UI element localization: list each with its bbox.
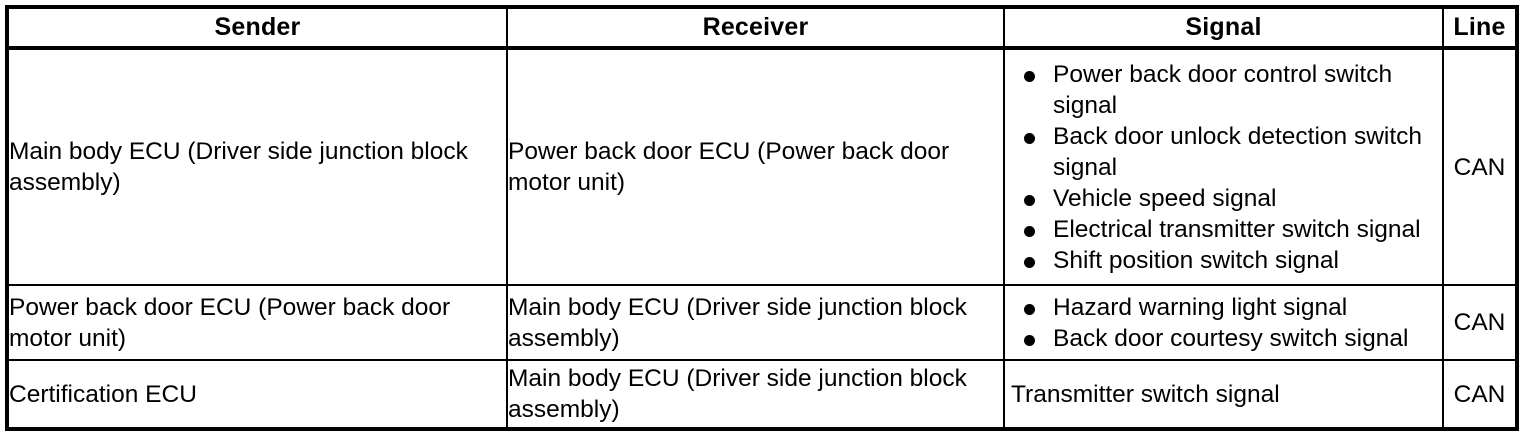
list-item: Back door unlock detection switch signal <box>1005 121 1442 183</box>
signal-list: Hazard warning light signal Back door co… <box>1005 292 1442 354</box>
cell-sender: Power back door ECU (Power back door mot… <box>6 284 508 361</box>
cell-receiver: Power back door ECU (Power back door mot… <box>506 47 1005 286</box>
bullet-icon <box>1024 334 1035 346</box>
communication-table-container: Sender Receiver Signal Line Main body EC… <box>5 5 1519 431</box>
list-item: Vehicle speed signal <box>1005 183 1442 214</box>
column-header-signal: Signal <box>1003 6 1444 50</box>
signal-label: Electrical transmitter switch signal <box>1053 215 1421 243</box>
signal-label: Shift position switch signal <box>1053 246 1339 274</box>
bullet-icon <box>1024 303 1035 315</box>
column-header-sender: Sender <box>6 6 508 50</box>
cell-receiver: Main body ECU (Driver side junction bloc… <box>506 284 1005 361</box>
list-item: Hazard warning light signal <box>1005 292 1442 323</box>
table-header-row: Sender Receiver Signal Line <box>6 6 1518 50</box>
table-header: Sender Receiver Signal Line <box>6 6 1518 50</box>
list-item: Shift position switch signal <box>1005 245 1442 276</box>
table-row: Main body ECU (Driver side junction bloc… <box>6 47 1518 286</box>
list-item: Electrical transmitter switch signal <box>1005 214 1442 245</box>
cell-signal: Power back door control switch signal Ba… <box>1003 47 1444 286</box>
list-item: Power back door control switch signal <box>1005 59 1442 121</box>
bullet-icon <box>1024 194 1035 206</box>
cell-line: CAN <box>1442 359 1518 430</box>
cell-signal: Transmitter switch signal <box>1003 359 1444 430</box>
column-header-line: Line <box>1442 6 1518 50</box>
cell-receiver: Main body ECU (Driver side junction bloc… <box>506 359 1005 430</box>
cell-line: CAN <box>1442 284 1518 361</box>
signal-list: Power back door control switch signal Ba… <box>1005 59 1442 276</box>
signal-label: Back door courtesy switch signal <box>1053 324 1409 352</box>
cell-signal: Hazard warning light signal Back door co… <box>1003 284 1444 361</box>
bullet-icon <box>1024 225 1035 237</box>
signal-label: Transmitter switch signal <box>1011 380 1280 408</box>
table-row: Certification ECU Main body ECU (Driver … <box>6 359 1518 430</box>
communication-table: Sender Receiver Signal Line Main body EC… <box>5 5 1519 431</box>
table-body: Main body ECU (Driver side junction bloc… <box>6 47 1518 430</box>
cell-line: CAN <box>1442 47 1518 286</box>
cell-sender: Main body ECU (Driver side junction bloc… <box>6 47 508 286</box>
table-row: Power back door ECU (Power back door mot… <box>6 284 1518 361</box>
bullet-icon <box>1024 70 1035 82</box>
column-header-receiver: Receiver <box>506 6 1005 50</box>
bullet-icon <box>1024 132 1035 144</box>
cell-sender: Certification ECU <box>6 359 508 430</box>
signal-label: Vehicle speed signal <box>1053 184 1277 212</box>
signal-label: Hazard warning light signal <box>1053 293 1348 321</box>
signal-label: Back door unlock detection switch signal <box>1053 122 1423 181</box>
bullet-icon <box>1024 256 1035 268</box>
list-item: Back door courtesy switch signal <box>1005 323 1442 354</box>
signal-label: Power back door control switch signal <box>1053 60 1393 119</box>
